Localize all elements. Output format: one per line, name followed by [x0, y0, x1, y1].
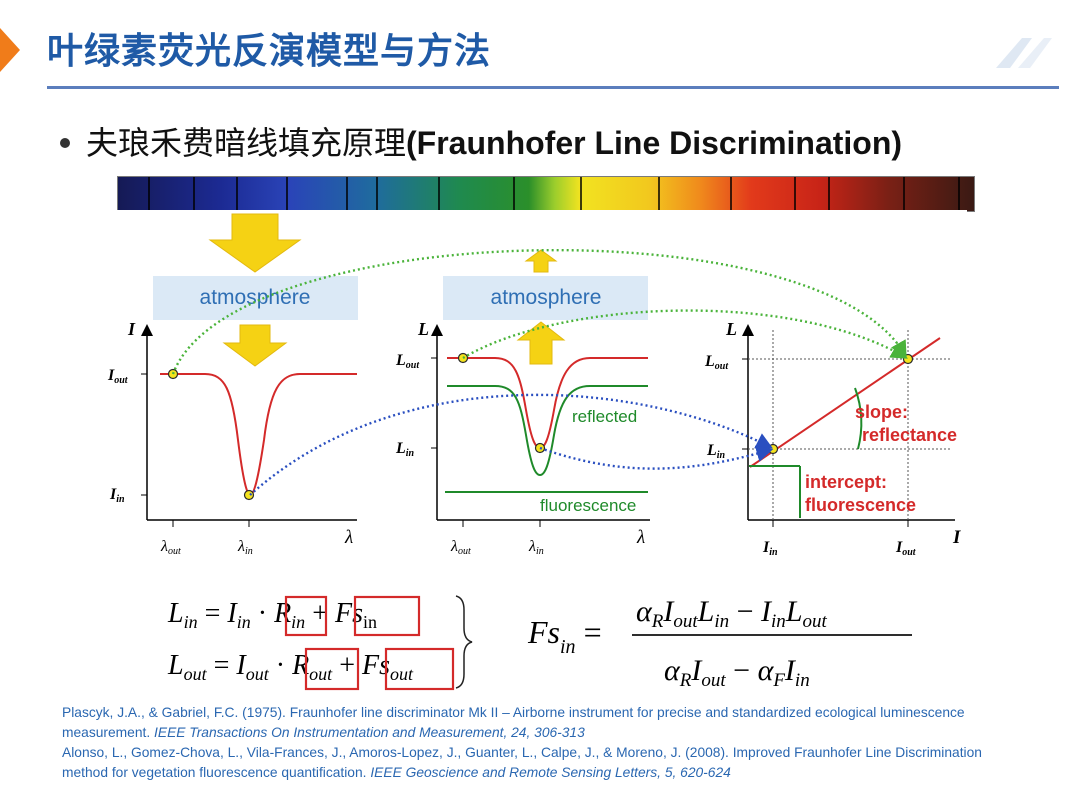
fraunhofer-line — [903, 177, 905, 211]
upward-arrow-top — [524, 249, 558, 273]
atmosphere-box-center — [443, 276, 648, 320]
logo-icon — [996, 38, 1052, 68]
equation-fsin: Fsin = αRIoutLin − IinLout αRIout − αFIi… — [527, 595, 912, 691]
bullet-text-zh: 夫琅禾费暗线填充原理 — [86, 124, 407, 162]
atmosphere-label-center: atmosphere — [491, 286, 602, 309]
panel2-reflected-label: reflected — [572, 407, 637, 426]
fraunhofer-line — [658, 177, 660, 211]
fraunhofer-line — [513, 177, 515, 211]
fraunhofer-line — [580, 177, 582, 211]
bullet-dot — [60, 137, 70, 148]
reference-journal: IEEE Geoscience and Remote Sensing Lette… — [370, 765, 731, 780]
fraunhofer-line — [376, 177, 378, 211]
equation-lout: Lout = Iout · Rout + Fsout — [167, 647, 455, 691]
panel2-reflected-curve — [447, 385, 648, 477]
title-divider — [47, 86, 1059, 89]
panel3-slope-value: reflectance — [862, 425, 957, 445]
svg-text:Lin = Iin · Rin + Fsin: Lin = Iin · Rin + Fsin — [167, 598, 377, 632]
transmitted-light-arrow — [222, 324, 288, 367]
svg-text:αRIout − αFIin: αRIout − αFIin — [664, 654, 810, 691]
panel3-intercept-label: intercept: — [805, 472, 887, 492]
green-connector-right — [462, 309, 908, 360]
fraunhofer-line — [438, 177, 440, 211]
reference-text: Plascyk, J.A., & Gabriel, F.C. (1975). F… — [62, 705, 965, 740]
panel3-slope-arc — [854, 387, 863, 450]
incoming-light-arrow — [208, 213, 302, 273]
panel3-y-axis-label: L — [725, 319, 737, 339]
panel1-y-axis-label: I — [127, 319, 136, 339]
fraunhofer-line — [828, 177, 830, 211]
fraunhofer-line — [148, 177, 150, 211]
fraunhofer-line — [286, 177, 288, 211]
fraunhofer-line — [958, 177, 960, 211]
reference-journal: IEEE Transactions On Instrumentation and… — [154, 725, 585, 740]
green-connector-left — [171, 249, 907, 375]
atmosphere-label-left: atmosphere — [200, 286, 311, 309]
panel3-slope-label: slope: — [855, 402, 908, 422]
upward-arrow-bottom — [516, 321, 566, 365]
fraunhofer-line — [730, 177, 732, 211]
atmosphere-box-left — [153, 276, 358, 320]
panel1-iin-point — [243, 489, 255, 501]
panel2-y-axis-label: L — [417, 319, 429, 339]
slide-title: 叶绿素荧光反演模型与方法 — [47, 31, 492, 72]
reference-text: Alonso, L., Gomez-Chova, L., Vila-France… — [62, 745, 982, 780]
fraunhofer-line — [346, 177, 348, 211]
fraunhofer-line — [193, 177, 195, 211]
bullet-fld: 夫琅禾费暗线填充原理(Fraunhofer Line Discriminatio… — [60, 118, 902, 164]
panel-radiance-vs-irradiance: L I Lout Lin Iin Iout slope: reflectance… — [704, 319, 961, 558]
bullet-text-en: (Fraunhofer Line Discrimination) — [406, 125, 903, 161]
panel2-fluorescence-label: fluorescence — [540, 496, 636, 515]
panel1-x-axis-label: λ — [344, 527, 353, 548]
reference-item: Alonso, L., Gomez-Chova, L., Vila-France… — [62, 743, 1022, 783]
references: Plascyk, J.A., & Gabriel, F.C. (1975). F… — [62, 703, 1022, 783]
fraunhofer-line — [794, 177, 796, 211]
panel2-x-axis-label: λ — [636, 527, 645, 548]
title-accent-marker — [0, 28, 20, 72]
equation-lin: Lin = Iin · Rin + Fsin — [167, 595, 421, 637]
solar-spectrum-bar — [117, 176, 975, 212]
svg-text:Fsin =: Fsin = — [527, 614, 602, 658]
panel3-intercept-value: fluorescence — [805, 495, 916, 515]
panel3-x-axis-label: I — [952, 527, 961, 548]
blue-connector-left — [249, 393, 773, 496]
svg-text:αRIoutLin − IinLout: αRIoutLin − IinLout — [636, 595, 828, 632]
svg-text:Lout = Iout · Rout + Fsout: Lout = Iout · Rout + Fsout — [167, 650, 414, 684]
fld-diagram: atmosphere atmosphere I λ Iout Iin λout … — [102, 210, 967, 691]
reference-item: Plascyk, J.A., & Gabriel, F.C. (1975). F… — [62, 703, 1022, 743]
equation-brace — [455, 595, 473, 689]
fraunhofer-line — [236, 177, 238, 211]
